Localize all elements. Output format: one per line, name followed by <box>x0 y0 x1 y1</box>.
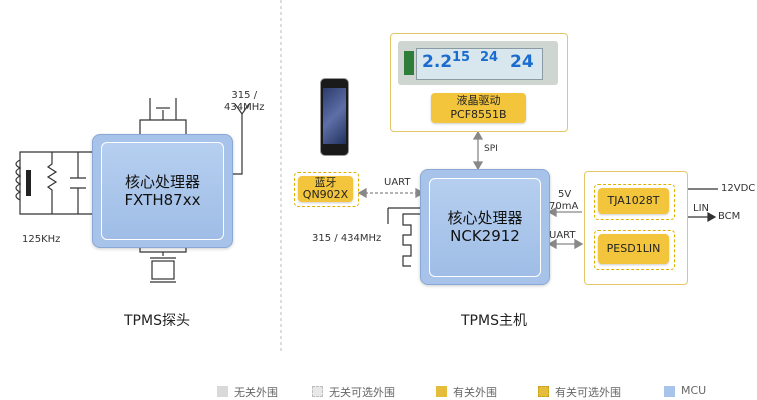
host-mcu: 核心处理器 NCK2912 <box>420 169 550 285</box>
lcd-glass <box>416 48 543 80</box>
bcm-label: BCM <box>718 211 741 222</box>
lin-label: LIN <box>693 203 710 214</box>
voltage-12v: 12VDC <box>721 183 756 194</box>
legend-label-0: 无关外围 <box>234 386 278 399</box>
crystal-bottom <box>139 246 187 283</box>
bluetooth-optional-frame <box>294 172 359 207</box>
lf-coil-network <box>15 151 92 215</box>
legend-swatch-1 <box>312 386 323 397</box>
smartphone-image <box>320 78 349 156</box>
probe-mcu-line1: 核心处理器 <box>124 173 200 191</box>
legend-swatch-0 <box>217 386 228 397</box>
pesd-label: PESD1LIN <box>606 242 661 255</box>
power-voltage: 5V <box>558 189 572 200</box>
lcd-driver-line2: PCF8551B <box>450 108 507 121</box>
power-current: 70mA <box>549 201 579 212</box>
lin-uart-link <box>547 238 584 250</box>
tja-optional-frame <box>594 184 675 220</box>
host-mcu-line1: 核心处理器 <box>447 209 523 227</box>
power-line <box>547 206 582 218</box>
lcd-digit-4: 24 <box>510 52 534 72</box>
legend-swatch-4 <box>664 386 675 397</box>
legend-label-1: 无关可选外围 <box>329 386 395 399</box>
lcd-connector <box>404 51 414 75</box>
lcd-driver-line1: 液晶驱动 <box>456 94 501 107</box>
lcd-digit-3: 24 <box>480 50 499 65</box>
lcd-display-image: 2.2 15 24 24 <box>398 41 558 85</box>
tja-box: TJA1028T <box>598 188 669 214</box>
bluetooth-box: 蓝牙 QN902X <box>298 176 353 202</box>
host-caption: TPMS主机 <box>461 313 527 329</box>
host-rf-antenna <box>387 207 420 267</box>
lin-uart-label: UART <box>549 230 576 241</box>
legend-label-4: MCU <box>681 384 707 397</box>
probe-antenna-lines <box>231 103 250 175</box>
probe-mcu: 核心处理器 FXTH87xx <box>92 134 233 248</box>
probe-mcu-line2: FXTH87xx <box>124 191 201 209</box>
pressure-sensor-top <box>139 98 187 134</box>
spi-link <box>472 130 484 171</box>
bt-uart-link <box>357 187 425 199</box>
tja-label: TJA1028T <box>607 194 660 207</box>
bluetooth-line2: QN902X <box>302 188 349 201</box>
host-mcu-line2: NCK2912 <box>450 227 520 245</box>
probe-antenna-freq: 315 / 434MHz <box>224 90 265 113</box>
probe-lf-freq: 125KHz <box>22 234 61 245</box>
legend-swatch-3 <box>538 386 549 397</box>
probe-caption: TPMS探头 <box>124 313 190 329</box>
legend-label-3: 有关可选外围 <box>555 386 621 399</box>
host-rf-freq: 315 / 434MHz <box>312 233 382 244</box>
lcd-driver-box: 液晶驱动 PCF8551B <box>431 93 526 123</box>
phone-screen <box>323 88 346 144</box>
legend-swatch-2 <box>436 386 447 397</box>
legend-label-2: 有关外围 <box>453 386 497 399</box>
spi-label: SPI <box>484 144 498 154</box>
bluetooth-line1: 蓝牙 <box>314 176 337 189</box>
lcd-digit-2: 15 <box>452 50 471 65</box>
pesd-box: PESD1LIN <box>598 234 669 264</box>
pesd-optional-frame <box>594 230 675 270</box>
bt-uart-label: UART <box>384 177 411 188</box>
lcd-digit-1: 2.2 <box>422 52 453 72</box>
